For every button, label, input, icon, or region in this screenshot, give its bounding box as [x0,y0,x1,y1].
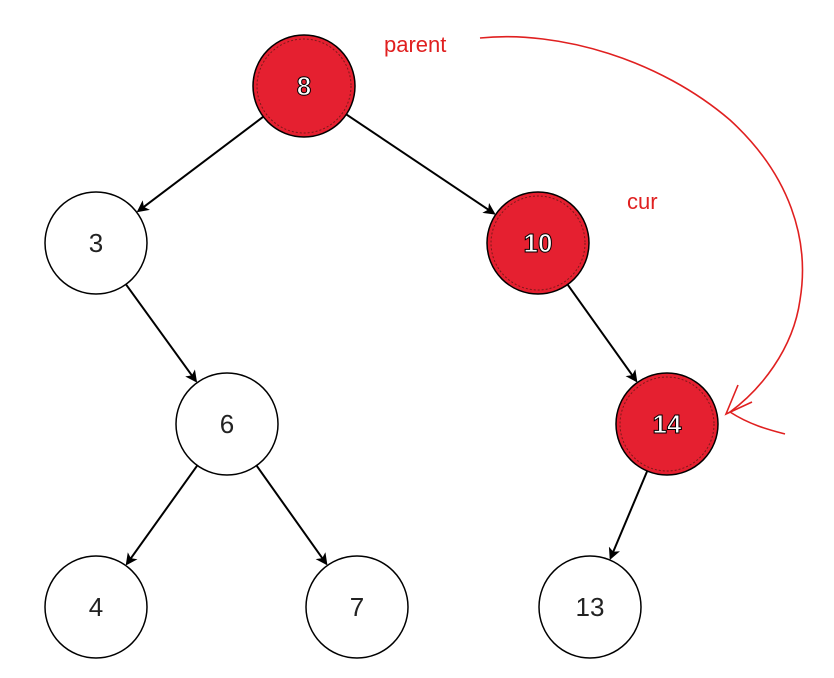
cur-annotation: cur [627,189,658,214]
node-label: 14 [653,409,682,439]
node-label: 13 [576,592,605,622]
node-highlight-ring [619,376,715,472]
tree-node-4: 4 [44,555,148,659]
edges [125,113,649,566]
tree-node-13: 13 [538,555,642,659]
edge-n3-n6 [125,283,198,383]
tree-node-3: 3 [44,191,148,295]
tree-node-14: 14 [615,372,719,476]
node-circle [175,372,279,476]
nodes: 8 3 10 6 14 4 7 13 [44,34,719,659]
node-label: 6 [220,409,234,439]
tree-node-7: 7 [305,555,409,659]
curve-arrowhead [724,384,753,416]
node-circle [252,34,356,138]
node-label: 4 [89,592,103,622]
node-label: 10 [524,228,553,258]
node-circle [44,191,148,295]
node-label: 3 [89,228,103,258]
edge-n8-n3 [136,115,264,213]
node-highlight-ring [490,195,586,291]
parent-annotation: parent [384,32,446,57]
node-circle [486,191,590,295]
edge-n8-n10 [345,113,496,215]
node-circle [44,555,148,659]
edge-n14-n13 [608,470,649,560]
node-label: 7 [350,592,364,622]
tree-node-10: 10 [486,191,590,295]
edge-n6-n4 [125,464,199,566]
edge-n10-n14 [566,283,638,383]
node-label: 8 [297,71,311,101]
node-circle [305,555,409,659]
edge-n6-n7 [255,464,328,566]
tree-node-6: 6 [175,372,279,476]
node-highlight-ring [256,38,352,134]
node-circle [538,555,642,659]
node-circle [615,372,719,476]
tree-node-8: 8 [252,34,356,138]
